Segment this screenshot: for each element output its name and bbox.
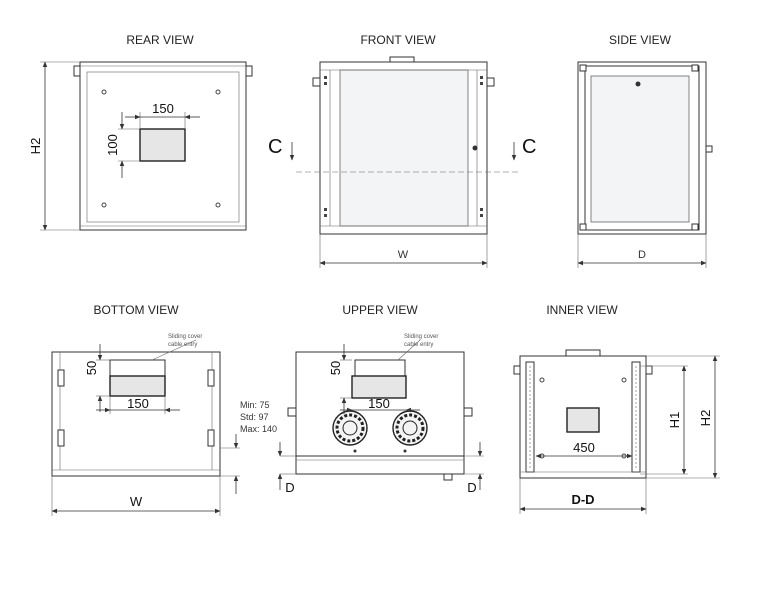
fan-icon-left bbox=[332, 410, 368, 446]
rear-dim-h2: H2 bbox=[28, 138, 43, 155]
inner-dim-h1: H1 bbox=[667, 412, 682, 429]
front-rail-holes bbox=[324, 76, 483, 217]
range-min: Min: 75 bbox=[240, 400, 270, 410]
side-panel bbox=[590, 75, 690, 223]
rear-dim-100: 100 bbox=[105, 134, 120, 156]
upper-note-line1: Sliding cover bbox=[404, 334, 438, 340]
rear-panel bbox=[86, 71, 240, 223]
rear-dim-150: 150 bbox=[152, 101, 174, 116]
bottom-view-title: BOTTOM VIEW bbox=[93, 303, 179, 317]
bottom-note-line1: Sliding cover bbox=[168, 334, 202, 340]
rear-view: REAR VIEW 150 100 H2 bbox=[28, 33, 253, 231]
inner-dim-450: 450 bbox=[573, 440, 595, 455]
upper-note-line2: cable entry bbox=[404, 342, 433, 348]
bottom-cable-entry bbox=[109, 375, 166, 397]
depth-range-note: Min: 75 Std: 97 Max: 140 bbox=[240, 400, 277, 434]
inner-dim-dd: D-D bbox=[571, 492, 594, 507]
front-view: FRONT VIEW C C W bbox=[268, 33, 536, 268]
rear-view-title: REAR VIEW bbox=[126, 33, 194, 47]
front-view-title: FRONT VIEW bbox=[360, 33, 436, 47]
inner-cable-cutout bbox=[566, 407, 600, 433]
section-c-right: C bbox=[522, 136, 536, 158]
upper-cable-entry bbox=[351, 375, 407, 399]
fan-icon-right bbox=[392, 410, 428, 446]
side-dim-d: D bbox=[638, 249, 646, 261]
inner-view-title: INNER VIEW bbox=[546, 303, 618, 317]
upper-dim-d-left: D bbox=[285, 480, 294, 495]
upper-view-title: UPPER VIEW bbox=[342, 303, 418, 317]
bottom-dim-150: 150 bbox=[127, 396, 149, 411]
side-view-title: SIDE VIEW bbox=[609, 33, 672, 47]
rear-mount-holes bbox=[101, 89, 221, 208]
bottom-dim-50: 50 bbox=[84, 361, 99, 375]
front-lock-icon bbox=[472, 145, 478, 151]
front-glass-door bbox=[339, 69, 469, 227]
upper-dim-d-right: D bbox=[467, 480, 476, 495]
side-view: SIDE VIEW D bbox=[577, 33, 713, 268]
inner-dim-h2: H2 bbox=[698, 410, 713, 427]
range-max: Max: 140 bbox=[240, 424, 277, 434]
front-dim-w: W bbox=[398, 249, 409, 261]
upper-dim-150: 150 bbox=[368, 396, 390, 411]
section-c-left: C bbox=[268, 136, 282, 158]
bottom-dim-w: W bbox=[130, 494, 143, 509]
upper-view: UPPER VIEW Sliding cover cable entry 50 bbox=[277, 303, 484, 495]
bottom-note-line2: cable entry bbox=[168, 342, 197, 348]
side-lock-icon bbox=[635, 81, 641, 87]
inner-view: INNER VIEW 450 H1 H2 D-D bbox=[513, 303, 720, 514]
bottom-view: BOTTOM VIEW Sliding cover cable entry 50… bbox=[51, 303, 240, 516]
rear-cable-cutout bbox=[139, 128, 186, 162]
range-std: Std: 97 bbox=[240, 412, 269, 422]
upper-dim-50: 50 bbox=[328, 361, 343, 375]
